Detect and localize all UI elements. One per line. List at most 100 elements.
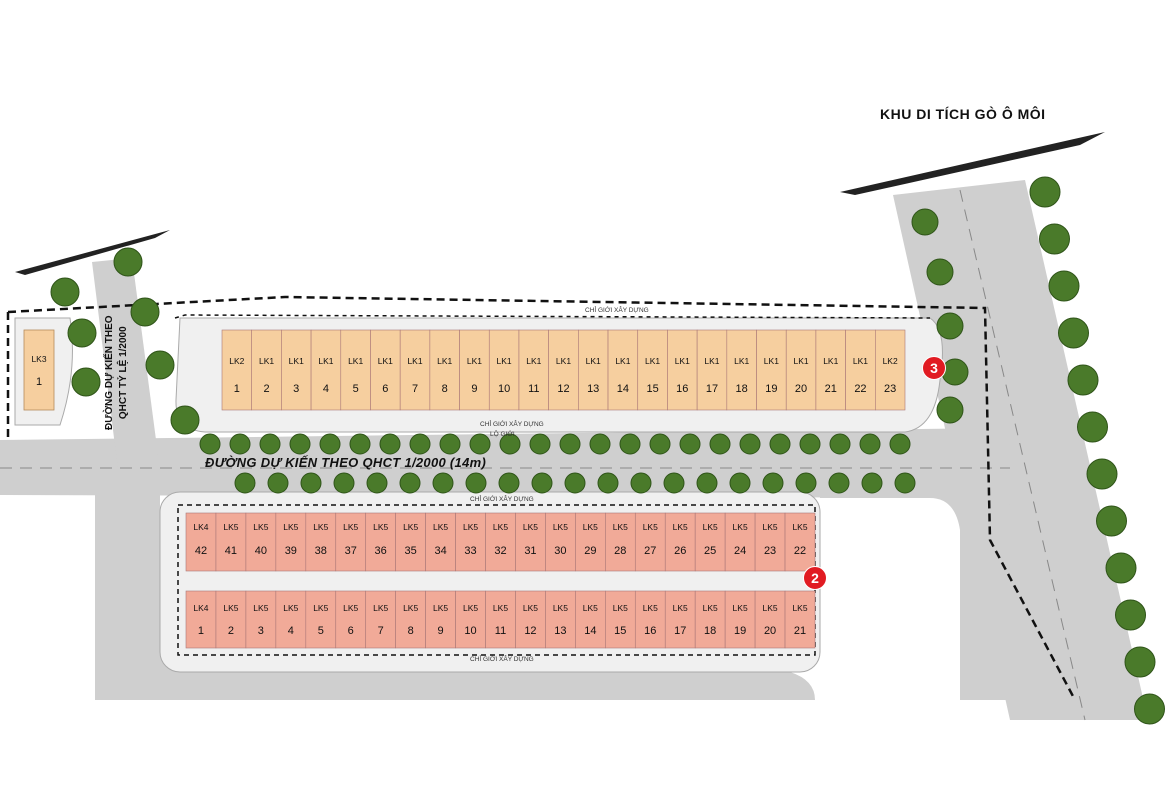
plot-block2-34-type: LK5 [433,522,449,532]
plot-block2-12-type: LK5 [522,603,538,613]
tree [649,433,671,455]
tree [828,472,850,494]
plot-block2-37-number: 37 [344,545,357,557]
plot-block2-10-type: LK5 [462,603,479,613]
plot-block3-5-type: LK1 [348,356,364,366]
tree [696,472,718,494]
plot-block2-40-type: LK5 [253,522,269,532]
plot-block2-top_row-37 [335,512,367,572]
plot-block2-bottom_row-21 [784,590,816,649]
plot-block2-bottom_row-7 [365,590,396,649]
tree [170,405,200,435]
plot-block2-top_row-27 [634,512,666,572]
plot-block3-21-type: LK1 [823,356,839,366]
plot-block3-22-number: 22 [854,383,867,395]
plot-block3-16-type: LK1 [674,356,690,366]
plot-block2-15-type: LK5 [612,603,628,613]
plot-block2-32-type: LK5 [492,522,509,532]
plot-block3-15-number: 15 [646,383,659,395]
plot-block2-39-type: LK5 [283,522,299,532]
plot-block2-27-number: 27 [644,545,657,557]
tree [379,433,401,455]
plot-block3-16-number: 16 [676,383,689,395]
plot-block2-24-number: 24 [733,545,747,557]
plot-block2-25-number: 25 [704,545,717,557]
plot-block3-8 [429,329,460,411]
plot-block2-23-type: LK5 [762,522,778,532]
block-3-badge: 3 [922,356,946,380]
plot-block2-top_row-41 [215,512,247,572]
plot-block2-top_row-25 [694,512,726,572]
tree [1039,223,1070,255]
plot-block3-19-type: LK1 [763,356,779,366]
tree [762,472,784,494]
plot-block3-14-type: LK1 [615,356,631,366]
plot-block2-27-type: LK5 [642,522,658,532]
plot-block2-2-type: LK5 [223,603,239,613]
plot-block3-9-number: 9 [471,383,478,395]
plot-block2-35-number: 35 [404,545,417,557]
tree [1124,646,1156,678]
plot-block3-19-number: 19 [765,383,778,395]
direction-arrows [15,132,1105,275]
plot-block3-22 [845,329,876,411]
plot-block2-bottom_row-12 [515,590,546,649]
plot-block3-11-number: 11 [528,383,540,395]
plot-block2-17-type: LK5 [672,603,688,613]
plot-block2-33-type: LK5 [462,522,479,532]
plot-block3-14-number: 14 [616,383,629,395]
plot-block2-top_row-32 [485,512,516,572]
plot-block3-16 [667,329,698,411]
plot-block3-17 [696,329,728,411]
main-road-label: ĐƯỜNG DỰ KIẾN THEO QHCT 1/2000 (14m) [205,455,487,470]
plot-block3-11 [518,329,549,411]
lot-lk3 [23,329,55,411]
plot-block2-20-type: LK5 [762,603,778,613]
plot-block2-bottom_row-5 [305,590,337,649]
plot-block2-14-number: 14 [584,625,597,637]
tree [829,433,851,455]
plot-block2-36-type: LK5 [373,522,389,532]
plot-block2-bottom_row-14 [575,590,606,649]
tree [349,433,371,455]
plot-block3-18-number: 18 [735,383,748,395]
plot-block2-bottom_row-2 [215,590,247,649]
plot-block2-bottom_row-1 [185,590,217,649]
tree [259,433,281,455]
plot-block2-bottom_row-18 [694,590,726,649]
plot-block3-5 [340,329,371,411]
plot-block2-11-number: 11 [494,625,507,637]
plot-block3-14 [607,329,639,411]
plot-block2-33-number: 33 [464,545,477,557]
plot-block3-19 [756,329,787,411]
tree [941,358,969,386]
tree [859,433,881,455]
tree [499,433,521,455]
plot-block2-top_row-36 [365,512,396,572]
plot-block3-2-number: 2 [263,383,270,395]
plot-block3-12-type: LK1 [555,356,572,366]
plot-block2-2-number: 2 [227,625,234,637]
plot-block2-9-number: 9 [437,625,444,637]
plot-block3-3-type: LK1 [288,356,304,366]
plot-block3-8-number: 8 [441,383,448,395]
plot-block2-29-number: 29 [584,545,597,557]
plot-block3-15 [637,329,668,411]
plot-block3-6-type: LK1 [377,356,393,366]
plot-block3-20-number: 20 [794,383,808,395]
plot-block2-5-number: 5 [317,625,324,637]
plot-block3-6-number: 6 [382,383,389,395]
plot-block2-28-number: 28 [614,545,627,557]
tree [663,472,685,494]
plot-block2-26-type: LK5 [672,522,688,532]
build-line-label-north: CHỈ GIỚI XÂY DỰNG [585,307,649,314]
plot-block2-13-type: LK5 [552,603,568,613]
plot-block3-1 [221,329,252,411]
plot-block2-13-number: 13 [554,625,567,637]
plot-block2-35-type: LK5 [403,522,419,532]
plot-block2-bottom_row-8 [395,590,426,649]
tree [439,433,461,455]
tree [1058,317,1089,349]
plot-block2-top_row-30 [545,512,576,572]
tree [709,433,731,455]
